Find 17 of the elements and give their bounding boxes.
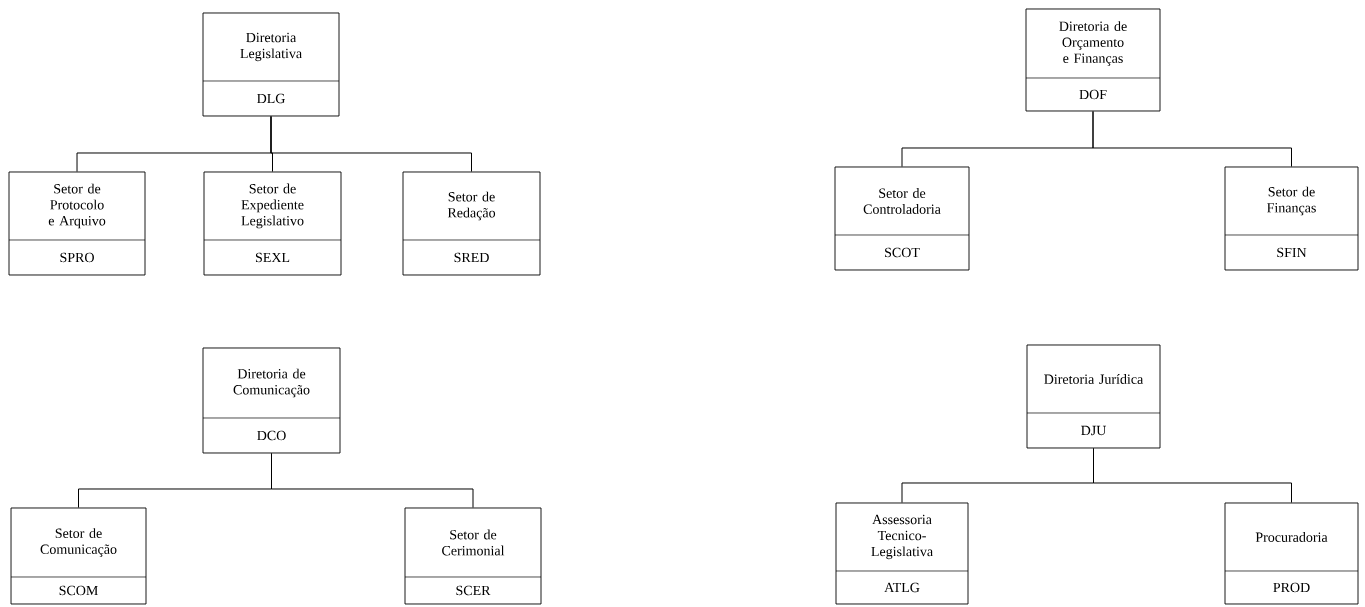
org-box: Setor de Redação SRED [402, 171, 541, 276]
org-box: Setor de Cerimonial SCER [404, 507, 542, 605]
org-box: Procuradoria PROD [1224, 502, 1359, 605]
connector-line [271, 452, 474, 509]
org-box: Diretoria de Comunicação DCO [202, 347, 341, 454]
org-box: Setor de Controladoria SCOT [834, 166, 970, 271]
org-box: Setor de Protocolo e Arquivo SPRO [8, 171, 146, 276]
org-box: Diretoria Legislativa DLG [202, 12, 340, 117]
org-box: Setor de Comunicação SCOM [10, 507, 147, 605]
org-box: Diretoria de Orçamento e Finanças DOF [1025, 8, 1161, 112]
connector-line [270, 115, 472, 173]
connector-line [1093, 447, 1292, 504]
connector-line [1092, 110, 1292, 168]
org-box: Assessoria Tecnico-Legislativa ATLG [835, 502, 969, 605]
org-box: Diretoria Jurídica DJU [1026, 344, 1161, 449]
org-box: Setor de Expediente Legislativo SEXL [203, 171, 342, 276]
org-box: Setor de Finanças SFIN [1224, 166, 1359, 271]
